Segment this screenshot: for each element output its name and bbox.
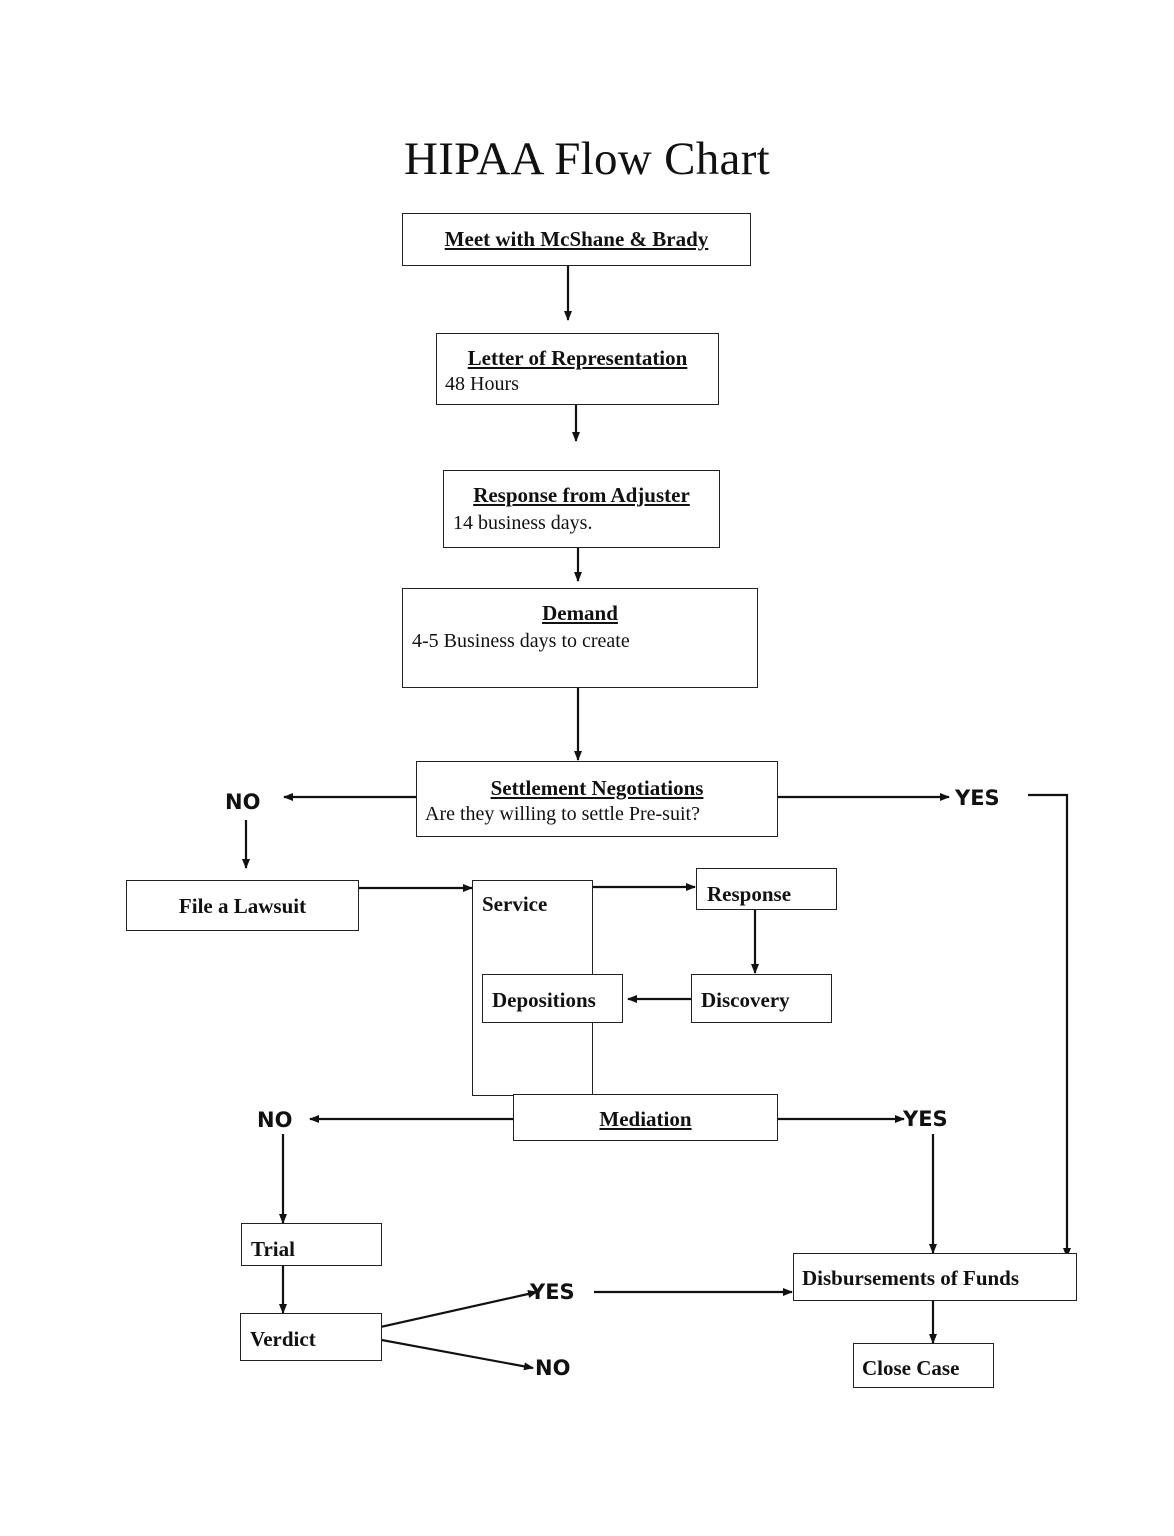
letter-box: Letter of Representation 48 Hours <box>436 333 719 405</box>
settlement-detail: Are they willing to settle Pre-suit? <box>425 803 700 825</box>
mediation-box: Mediation <box>513 1094 778 1141</box>
mediation-yes-label: YES <box>903 1107 948 1131</box>
verdict-yes-label: YES <box>530 1280 575 1304</box>
close-case-label: Close Case <box>862 1356 960 1380</box>
mediation-no-label: NO <box>257 1108 293 1132</box>
adjuster-detail: 14 business days. <box>453 512 593 534</box>
adjuster-heading: Response from Adjuster <box>473 483 690 507</box>
depositions-label: Depositions <box>492 988 596 1012</box>
trial-label: Trial <box>251 1237 295 1261</box>
arrow-yes-to-disbursements <box>1028 793 1071 1258</box>
meet-box: Meet with McShane & Brady <box>402 213 751 266</box>
demand-box: Demand 4-5 Business days to create <box>402 588 758 688</box>
page-title: HIPAA Flow Chart <box>403 133 771 185</box>
lawsuit-box: File a Lawsuit <box>126 880 359 931</box>
settlement-heading: Settlement Negotiations <box>490 776 704 800</box>
response-box: Response <box>696 868 837 910</box>
settlement-box: Settlement Negotiations Are they willing… <box>416 761 778 837</box>
disbursements-box: Disbursements of Funds <box>793 1253 1077 1301</box>
settlement-no-label: NO <box>225 790 261 814</box>
adjuster-box: Response from Adjuster 14 business days. <box>443 470 720 548</box>
discovery-label: Discovery <box>701 988 790 1012</box>
disbursements-label: Disbursements of Funds <box>802 1266 1020 1290</box>
letter-heading: Letter of Representation <box>467 346 688 370</box>
trial-box: Trial <box>241 1223 382 1266</box>
lawsuit-label: File a Lawsuit <box>178 894 307 918</box>
settlement-yes-label: YES <box>955 786 1000 810</box>
demand-detail: 4-5 Business days to create <box>412 630 630 652</box>
service-label: Service <box>482 892 548 916</box>
verdict-no-label: NO <box>535 1356 571 1380</box>
close-case-box: Close Case <box>853 1343 994 1388</box>
depositions-box: Depositions <box>482 974 623 1023</box>
demand-heading: Demand <box>542 601 618 625</box>
verdict-box: Verdict <box>240 1313 382 1361</box>
mediation-heading: Mediation <box>599 1107 692 1131</box>
letter-detail: 48 Hours <box>445 373 519 395</box>
discovery-box: Discovery <box>691 974 832 1023</box>
verdict-label: Verdict <box>250 1327 316 1351</box>
response-label: Response <box>707 882 792 906</box>
meet-heading: Meet with McShane & Brady <box>444 227 709 251</box>
